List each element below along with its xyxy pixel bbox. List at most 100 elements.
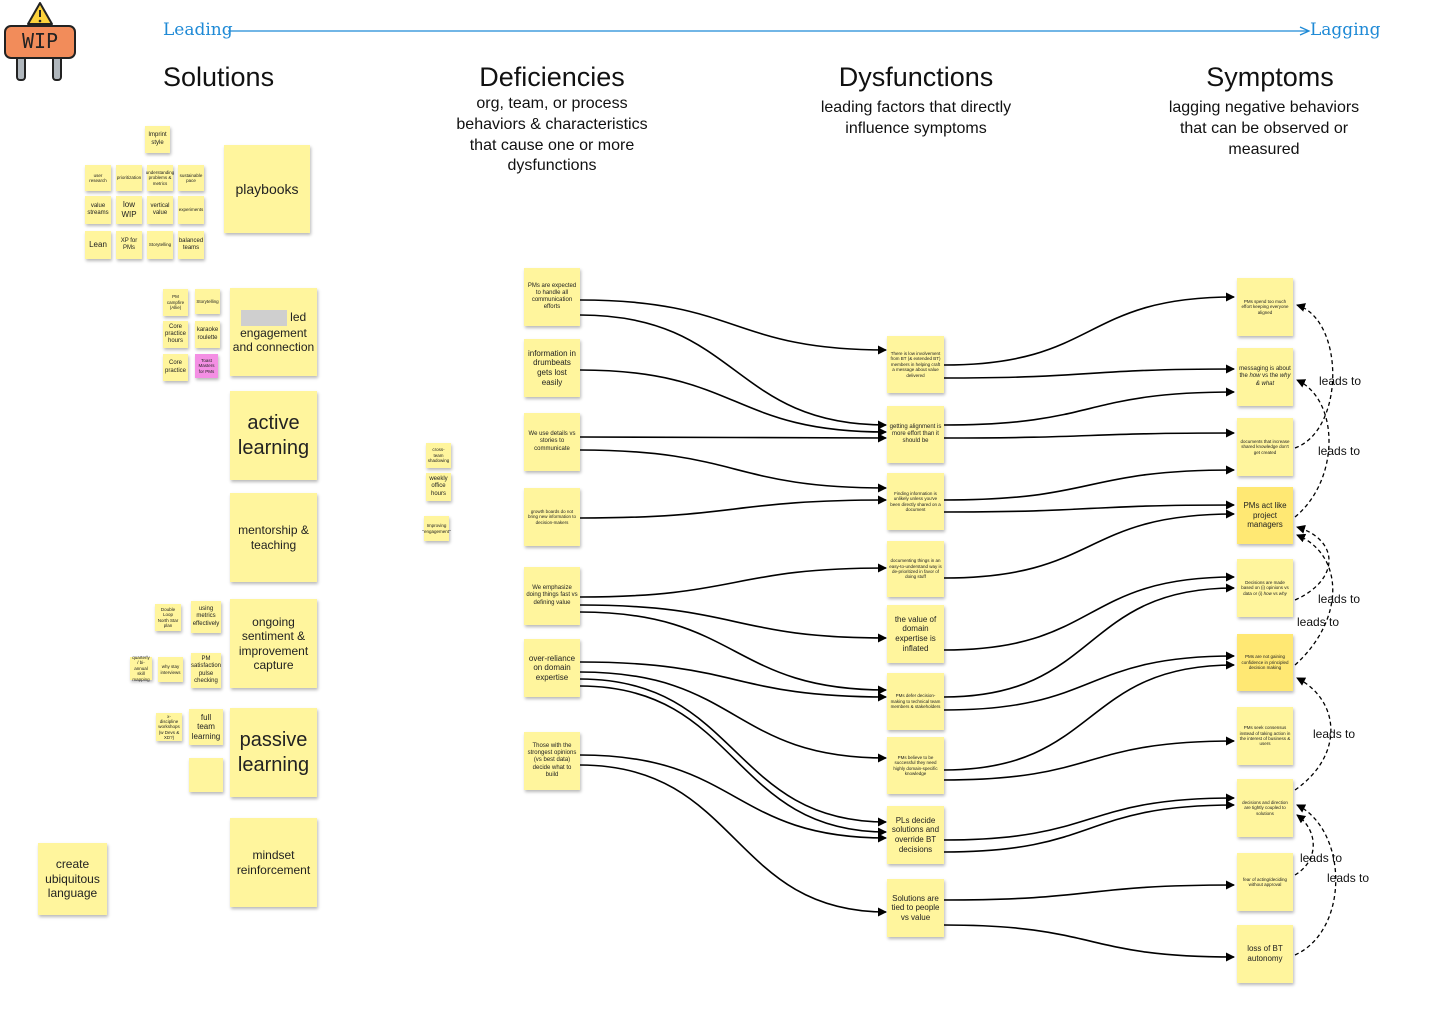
redacted-name <box>240 309 287 326</box>
sticky-active-learning: active learning <box>230 391 317 480</box>
sticky-create-ubiquitous-language: create ubiquitous language <box>38 843 107 915</box>
sticky-mindset-reinforcement: mindset reinforcement <box>230 818 317 907</box>
edge-dys9-sym10 <box>943 924 1235 962</box>
symptom-note: fear of acting/deciding without approval <box>1237 853 1293 911</box>
edge-def5-dys6 <box>579 611 887 695</box>
deficiency-note: PMs are expected to handle all communica… <box>524 268 580 326</box>
solutions-heading: Solutions <box>163 62 275 92</box>
sticky-storytelling-playbook: Storytelling <box>147 231 173 259</box>
sticky-why-stay-interviews: why stay interviews <box>158 657 183 682</box>
edge-def6-dys8a <box>579 678 887 827</box>
sticky-using-metrics: using metrics effectively <box>191 601 221 633</box>
sticky-user-research: user research <box>85 165 111 191</box>
sticky-passive-learning: passive learning <box>230 708 317 797</box>
symptom-note: PMs spend too much effort keeping everyo… <box>1237 278 1293 336</box>
leads-sym3-sym1 <box>1294 303 1334 449</box>
sticky-lean: Lean <box>85 231 111 259</box>
symptom-note: Decisions are made based on (i) opinions… <box>1237 559 1293 617</box>
edge-dys1-sym1 <box>943 292 1235 366</box>
leads-to-label: leads to <box>1297 615 1340 629</box>
dysfunction-note: Solutions are tied to people vs value <box>887 879 944 937</box>
edge-def6-dys7 <box>579 671 887 763</box>
sticky-pm-campfire: PM campfire (Allie) <box>163 289 188 316</box>
edge-def5-dys4 <box>579 563 887 598</box>
axis-leading-label: Leading <box>163 20 233 40</box>
sticky-storytelling-engagement: Storytelling <box>195 289 220 314</box>
symptom-note: loss of BT autonomy <box>1237 925 1293 983</box>
leads-to-label: leads to <box>1318 444 1361 458</box>
edge-def2-dys2 <box>579 369 887 437</box>
dysfunctions-subtitle: leading factors that directly influence … <box>820 99 1012 137</box>
leads-to-label: leads to <box>1327 871 1370 885</box>
dysfunction-note: Finding information is unlikely unless y… <box>887 473 944 530</box>
sticky-blank <box>189 758 223 792</box>
edge-dys7-sym7 <box>943 736 1235 781</box>
symptom-note: decisions and direction are tightly coup… <box>1237 779 1293 837</box>
deficiency-note: information in drumbeats gets lost easil… <box>524 339 580 397</box>
wip-sign-icon <box>4 2 76 81</box>
edge-dys3-sym4 <box>943 500 1235 513</box>
sticky-cross-team-shadowing: cross-team shadowing <box>426 443 451 468</box>
wip-label: WIP <box>21 29 59 53</box>
symptom-note: messaging is about the how vs the why & … <box>1237 348 1293 406</box>
sticky-playbooks: playbooks <box>224 145 310 233</box>
symptoms-heading: Symptoms <box>1206 62 1334 92</box>
edge-dys9-sym9 <box>943 880 1235 901</box>
edge-dys8-sym8 <box>943 793 1235 841</box>
sticky-mentorship-teaching: mentorship & teaching <box>230 493 317 582</box>
leads-to-label: leads to <box>1318 592 1361 606</box>
dysfunction-note: There is low involvement from BT (& exte… <box>887 336 944 393</box>
edge-dys1-sym2 <box>943 364 1235 379</box>
sticky-core-practice-hours: Core practice hours <box>163 321 188 348</box>
symptom-note: PMs are not gaining confidence in princi… <box>1237 634 1293 691</box>
deficiency-note: Those with the strongest opinions (vs be… <box>524 732 580 790</box>
deficiency-note: We use details vs stories to communicate <box>524 413 580 471</box>
leads-to-label: leads to <box>1313 727 1356 741</box>
leads-sym9-sym8 <box>1294 814 1314 876</box>
edge-dys2-sym2 <box>943 387 1235 426</box>
sticky-vertical-value: vertical value <box>147 196 173 224</box>
dysfunction-note: getting alignment is more effort than it… <box>887 406 944 463</box>
deficiency-note: We emphasize doing things fast vs defini… <box>524 567 580 625</box>
sticky-karaoke-roulette: karaoke roulette <box>195 321 220 348</box>
sticky-balanced-teams: balanced teams <box>178 231 204 259</box>
leads-sym5-sym4 <box>1294 525 1330 601</box>
edge-def6-dys6 <box>579 661 887 702</box>
symptom-note: PMs seek consensus instead of taking act… <box>1237 707 1293 765</box>
sticky-understanding-problems: understanding problems & metrics <box>146 165 174 191</box>
sticky-value-streams: value streams <box>85 196 111 224</box>
edge-def3-dys2 <box>579 433 887 443</box>
sticky-sustainable-pace: sustainable pace <box>178 165 204 191</box>
sticky-pm-satisfaction: PM satisfaction pulse checking <box>191 653 221 688</box>
edge-dys2-sym3 <box>943 428 1235 439</box>
deficiencies-heading: Deficiencies <box>479 62 625 92</box>
sticky-full-team-learning: full team learning <box>189 709 223 745</box>
sticky-low-wip: low WIP <box>116 196 142 224</box>
deficiencies-subtitle: org, team, or process behaviors & charac… <box>456 95 648 175</box>
leads-to-label: leads to <box>1300 851 1343 865</box>
sticky-prioritization: prioritization <box>116 165 142 191</box>
leads-sym8-sym6 <box>1294 677 1332 791</box>
edge-dys6-sym5 <box>943 583 1235 698</box>
edge-def1-dys1 <box>579 299 887 355</box>
engagement-label: led engagement and connection <box>232 309 315 354</box>
edge-def7-dys8 <box>579 754 887 843</box>
edge-def1-dys2 <box>579 314 887 430</box>
dysfunction-note: PMs defer decision-making to technical t… <box>887 673 944 730</box>
dysfunction-note: the value of domain expertise is inflate… <box>887 605 944 663</box>
deficiency-note: growth boards do not bring new informati… <box>524 488 580 546</box>
sticky-imprint-style: Imprint style <box>145 126 170 153</box>
deficiency-note: over-reliance on domain expertise <box>524 639 580 697</box>
dysfunction-note: documenting things in an easy-to-underst… <box>887 541 944 597</box>
sticky-experiments: experiments <box>178 196 204 224</box>
axis-arrowhead <box>1299 26 1311 36</box>
axis-lagging-label: Lagging <box>1310 20 1381 40</box>
sticky-core-practice: Core practice <box>163 354 188 381</box>
symptom-note: documents that increase shared knowledge… <box>1237 418 1293 476</box>
edge-dys7-sym6 <box>943 660 1235 771</box>
edge-def4-dys3 <box>579 495 887 519</box>
sticky-improving-engagement: Improving "engagement" <box>422 516 451 541</box>
leads-sym4-sym2 <box>1294 379 1330 518</box>
edge-def3-dys3 <box>579 449 887 493</box>
